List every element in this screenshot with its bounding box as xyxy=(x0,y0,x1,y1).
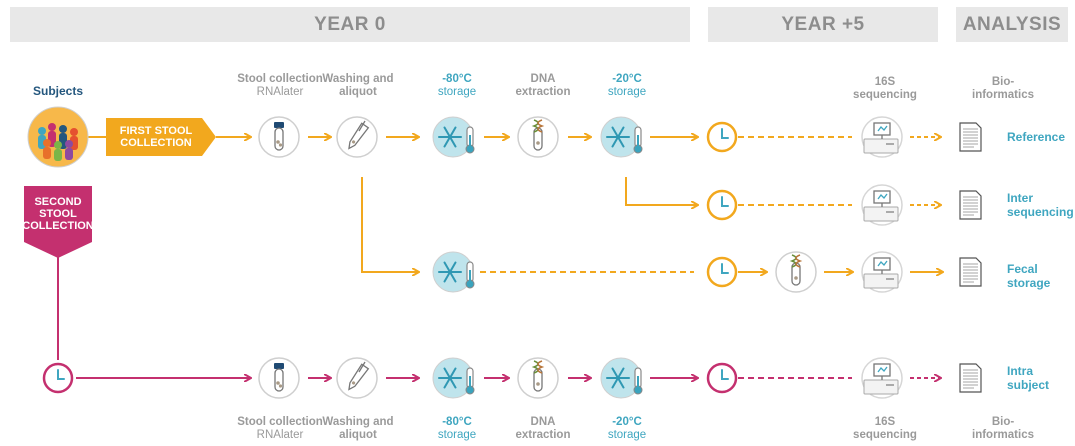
sequencer-icon xyxy=(861,184,903,226)
tube-icon xyxy=(258,116,300,158)
top-label-bio: Bio-informatics xyxy=(972,76,1034,101)
freezer-snowflake-icon xyxy=(432,116,475,158)
banner-year5: YEAR +5 xyxy=(708,7,938,42)
clock-icon xyxy=(706,256,738,288)
pipette-tube-icon xyxy=(336,116,378,158)
banner-analysis: ANALYSIS xyxy=(956,7,1068,42)
sequencer-icon xyxy=(861,116,903,158)
bottom-label-bio: Bio-informatics xyxy=(972,416,1034,441)
orange-connectors xyxy=(88,137,942,272)
sequencer-icon xyxy=(861,251,903,293)
dna-tube-icon xyxy=(517,357,559,399)
people-group-icon xyxy=(27,106,89,168)
document-icon xyxy=(959,363,982,393)
document-icon xyxy=(959,190,982,220)
pipette-tube-icon xyxy=(336,357,378,399)
magenta-connectors xyxy=(57,255,940,378)
sequencer-icon xyxy=(861,357,903,399)
banner-year0: YEAR 0 xyxy=(10,7,690,42)
subjects-label: Subjects xyxy=(32,84,84,98)
clock-icon xyxy=(42,362,74,394)
freezer-snowflake-icon xyxy=(600,116,643,158)
clock-icon xyxy=(706,362,738,394)
clock-icon xyxy=(706,189,738,221)
clock-icon xyxy=(706,121,738,153)
document-icon xyxy=(959,122,982,152)
document-icon xyxy=(959,257,982,287)
freezer-snowflake-icon xyxy=(432,251,475,293)
dna-tube-icon xyxy=(775,251,817,293)
first-stool-tag-shape xyxy=(106,118,216,156)
tube-icon xyxy=(258,357,300,399)
dna-tube-icon xyxy=(517,116,559,158)
second-stool-tag-shape xyxy=(24,186,92,258)
freezer-snowflake-icon xyxy=(432,357,475,399)
result-reference: Reference xyxy=(1007,130,1066,144)
freezer-snowflake-icon xyxy=(600,357,643,399)
